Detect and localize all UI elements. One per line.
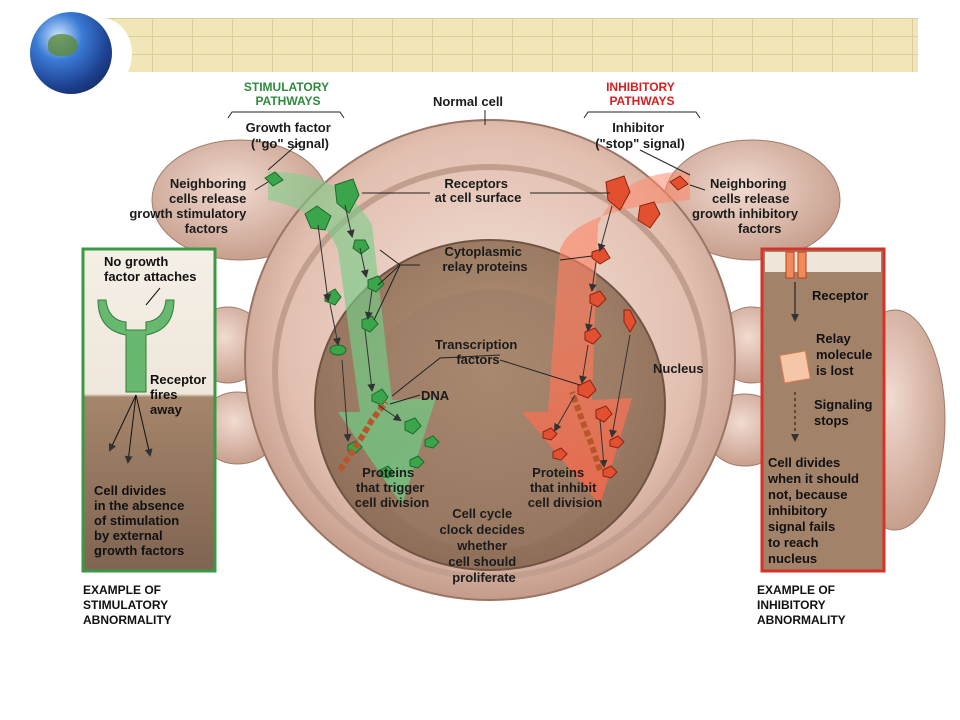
- inhibitor-label: Inhibitor ("stop" signal): [595, 120, 685, 151]
- right-box-receptor-label: Receptor: [812, 288, 868, 303]
- relay-molecule: [779, 350, 811, 384]
- cytoplasmic-label: Cytoplasmic relay proteins: [442, 244, 527, 274]
- red-relay-proteins: [542, 175, 689, 479]
- green-receptor-shape: [97, 299, 175, 393]
- left-box-arrows: [108, 394, 153, 464]
- left-box-leader: [145, 287, 161, 306]
- banner-divider: [72, 72, 918, 90]
- transcription-label: Transcription factors: [435, 337, 521, 367]
- proteins-trigger-label: Proteins that trigger cell division: [355, 465, 429, 510]
- stimulatory-pathway-arrow: [268, 171, 436, 506]
- dna-strand-left: [337, 400, 389, 472]
- neighbor-stim-label: Neighboring cells release growth stimula…: [129, 176, 250, 236]
- red-receptor-shape: [785, 251, 807, 279]
- inhibitory-abnormality-caption: EXAMPLE OF INHIBITORY ABNORMALITY: [757, 583, 846, 627]
- right-box-top-band: [765, 252, 881, 272]
- normal-cell-label: Normal cell: [433, 94, 503, 109]
- left-box-receptor-label: Receptor fires away: [150, 372, 210, 417]
- cell-cycle-label: Cell cycle clock decides whether cell sh…: [440, 506, 529, 585]
- stim-bracket: [227, 111, 345, 119]
- left-box-top-label: No growth factor attaches: [104, 254, 196, 284]
- green-relay-proteins: [264, 171, 440, 479]
- right-box-signaling-label: Signaling stops: [814, 397, 876, 428]
- signal-arrows: [317, 204, 631, 468]
- receptors-label: Receptors at cell surface: [435, 176, 522, 205]
- left-box-bottom-label: Cell divides in the absence of stimulati…: [94, 483, 188, 558]
- cell-inner-ring: [272, 164, 708, 580]
- proteins-inhibit-label: Proteins that inhibit cell division: [528, 465, 602, 510]
- leader-lines: [254, 110, 706, 405]
- stimulatory-pathways-header: STIMULATORY PATHWAYS: [244, 80, 332, 108]
- inhibitory-pathway-arrow: [522, 171, 690, 506]
- growth-factor-label: Growth factor ("go" signal): [246, 120, 335, 151]
- inhib-bracket: [583, 111, 701, 119]
- dna-label: DNA: [421, 388, 450, 403]
- nucleus-label: Nucleus: [653, 361, 704, 376]
- dna-strand-right: [569, 390, 603, 471]
- stimulatory-abnormality-caption: EXAMPLE OF STIMULATORY ABNORMALITY: [83, 583, 172, 627]
- globe-icon: [30, 12, 112, 94]
- inhibitory-pathways-header: INHIBITORY PATHWAYS: [606, 80, 678, 108]
- neighbor-inhib-label: Neighboring cells release growth inhibit…: [692, 176, 802, 236]
- right-box-bottom-label: Cell divides when it should not, because…: [767, 455, 863, 566]
- right-box-relay-label: Relay molecule is lost: [816, 331, 876, 378]
- inhibitory-abnormality-box: [760, 247, 886, 573]
